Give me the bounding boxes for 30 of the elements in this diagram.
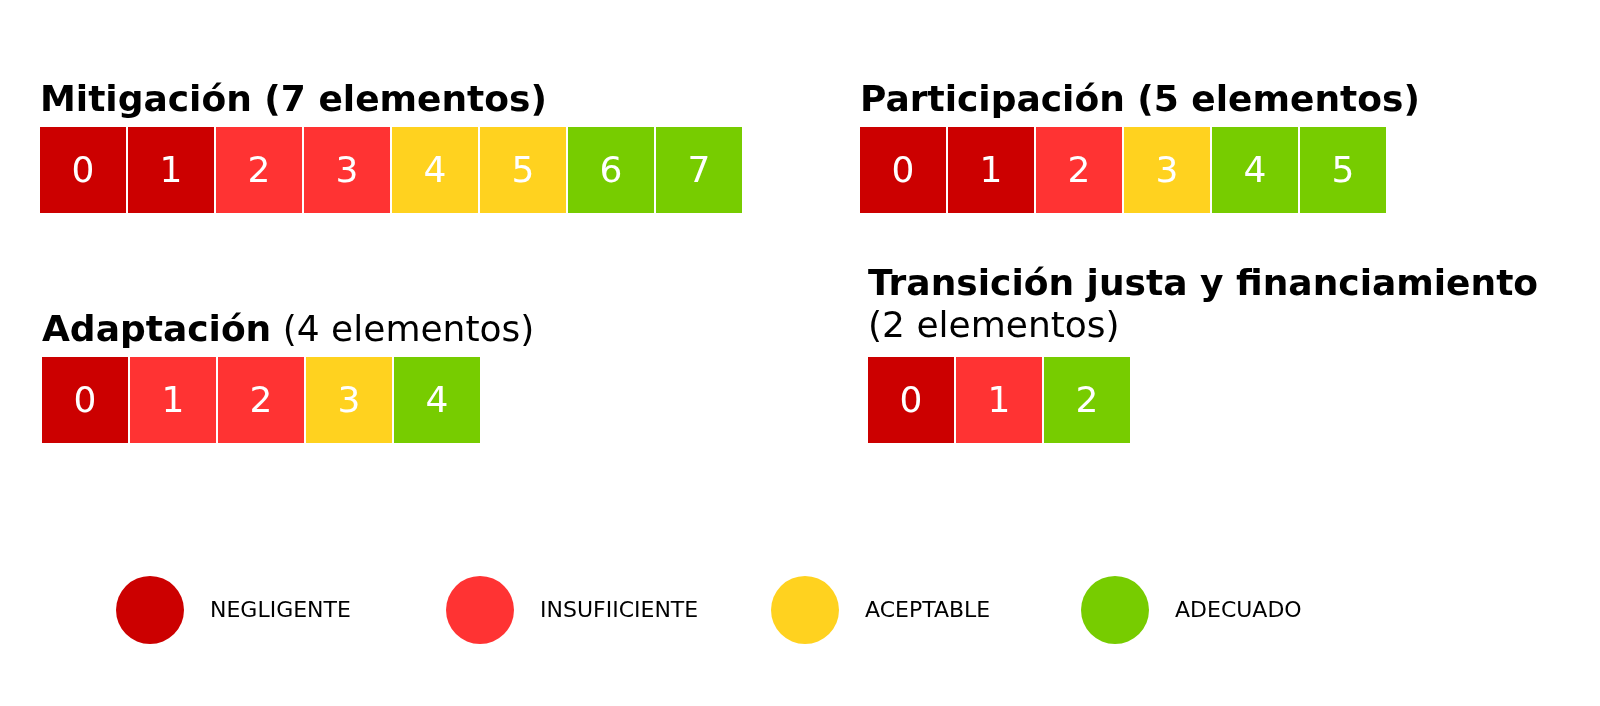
score-cell: 6 bbox=[568, 127, 654, 213]
score-cell: 2 bbox=[218, 357, 304, 443]
score-cell: 0 bbox=[40, 127, 126, 213]
score-cell: 3 bbox=[306, 357, 392, 443]
score-cell: 0 bbox=[860, 127, 946, 213]
score-cell: 7 bbox=[656, 127, 742, 213]
section-heading: Participación (5 elementos) bbox=[860, 78, 1421, 120]
score-cell: 0 bbox=[868, 357, 954, 443]
score-cell: 4 bbox=[392, 127, 478, 213]
score-cell: 4 bbox=[1212, 127, 1298, 213]
score-cell: 1 bbox=[128, 127, 214, 213]
score-cell: 1 bbox=[130, 357, 216, 443]
score-cell: 1 bbox=[956, 357, 1042, 443]
score-cell: 2 bbox=[216, 127, 302, 213]
section-heading: Adaptación (4 elementos) bbox=[42, 308, 536, 350]
legend-label: INSUFIICIENTE bbox=[540, 596, 699, 624]
score-cell: 2 bbox=[1044, 357, 1130, 443]
score-cell: 5 bbox=[1300, 127, 1386, 213]
section-heading: Transición justa y financiamiento (2 elementos) bbox=[868, 262, 1540, 346]
score-cell: 0 bbox=[42, 357, 128, 443]
score-cell: 3 bbox=[304, 127, 390, 213]
score-cell: 2 bbox=[1036, 127, 1122, 213]
score-cell: 4 bbox=[394, 357, 480, 443]
legend-label: ADECUADO bbox=[1175, 596, 1302, 624]
legend-label: ACEPTABLE bbox=[865, 596, 991, 624]
score-cell: 1 bbox=[948, 127, 1034, 213]
legend-label: NEGLIGENTE bbox=[210, 596, 351, 624]
score-cell: 3 bbox=[1124, 127, 1210, 213]
section-heading: Mitigación (7 elementos) bbox=[40, 78, 548, 120]
score-cell: 5 bbox=[480, 127, 566, 213]
